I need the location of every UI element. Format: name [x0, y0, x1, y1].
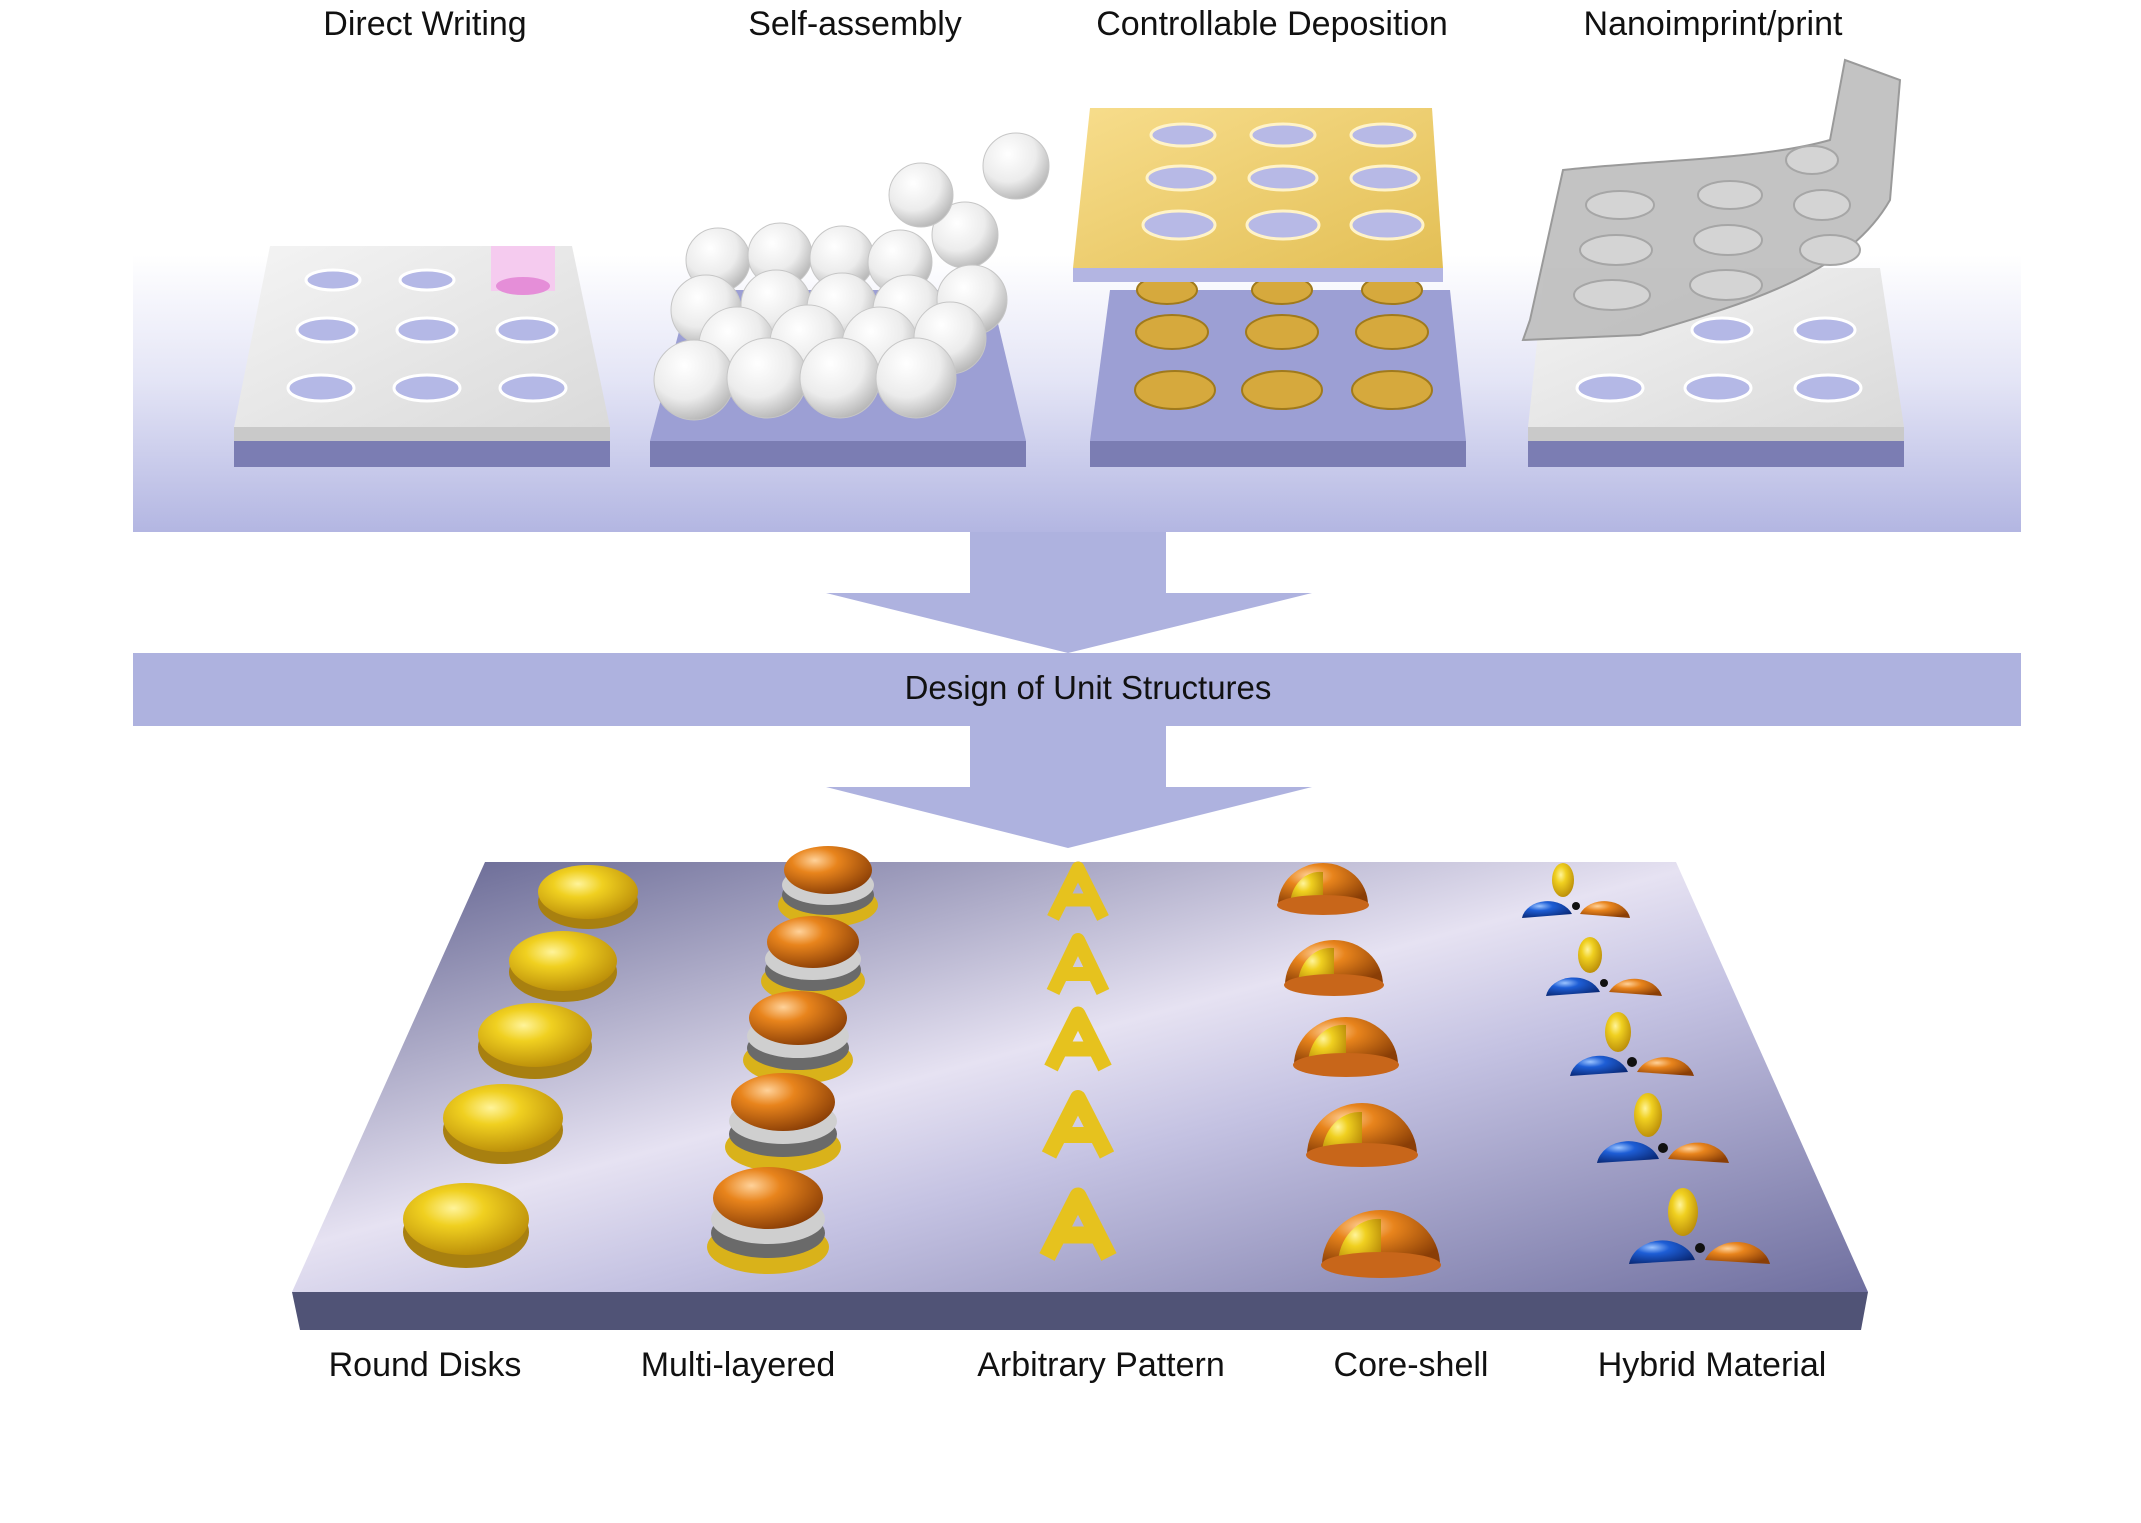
method-label-controllable-deposition: Controllable Deposition [1096, 5, 1448, 43]
round-disk [509, 931, 617, 1002]
a-shape [1041, 1090, 1115, 1159]
round-disk [443, 1084, 563, 1164]
hybrid-trimer [1522, 863, 1630, 918]
design-band-label: Design of Unit Structures [905, 669, 1272, 706]
core-shell-particle [1293, 1017, 1399, 1077]
structure-label-core-shell: Core-shell [1334, 1346, 1489, 1384]
method-label-self-assembly: Self-assembly [748, 5, 962, 43]
multilayer-stack [743, 991, 853, 1084]
design-band [133, 653, 2021, 726]
core-shell-particle [1321, 1210, 1441, 1278]
a-shape [1046, 933, 1110, 996]
a-shape [1047, 861, 1109, 921]
flow-arrow-top [826, 532, 1312, 653]
hybrid-material-column [1522, 863, 1770, 1264]
hybrid-trimer [1629, 1188, 1770, 1264]
structure-label-hybrid-material: Hybrid Material [1598, 1346, 1827, 1384]
arbitrary-pattern-column [1039, 861, 1117, 1261]
round-disks-column [403, 865, 638, 1268]
core-shell-column [1277, 863, 1441, 1278]
core-shell-particle [1277, 863, 1369, 915]
hybrid-trimer [1546, 937, 1662, 996]
hybrid-trimer [1597, 1093, 1729, 1163]
round-disk [478, 1003, 592, 1079]
round-disk [538, 865, 638, 929]
round-disk [403, 1183, 529, 1268]
method-label-direct-writing: Direct Writing [323, 5, 526, 43]
direct-writing-substrate [234, 246, 610, 467]
nanoimprint-mold [1521, 58, 1902, 342]
self-assembled-spheres [653, 132, 1050, 421]
structure-label-round-disks: Round Disks [329, 1346, 522, 1384]
deposition-shadow-mask [1073, 108, 1443, 282]
core-shell-particle [1306, 1103, 1418, 1167]
multilayer-stack [778, 846, 878, 927]
flow-arrow-bottom [826, 726, 1312, 848]
structure-label-arbitrary-pattern: Arbitrary Pattern [977, 1346, 1225, 1384]
multilayer-stack [761, 916, 865, 1004]
multilayer-stack [707, 1167, 829, 1274]
deposition-substrate [1090, 275, 1466, 467]
multilayer-stack [725, 1073, 841, 1172]
unit-structures-substrate [292, 862, 1868, 1330]
multi-layered-column [707, 846, 878, 1274]
hybrid-trimer [1570, 1012, 1694, 1076]
a-shape [1039, 1187, 1117, 1261]
a-shape [1044, 1006, 1112, 1072]
structure-label-multi-layered: Multi-layered [641, 1346, 836, 1384]
core-shell-particle [1284, 940, 1384, 996]
method-label-nanoimprint: Nanoimprint/print [1584, 5, 1843, 43]
